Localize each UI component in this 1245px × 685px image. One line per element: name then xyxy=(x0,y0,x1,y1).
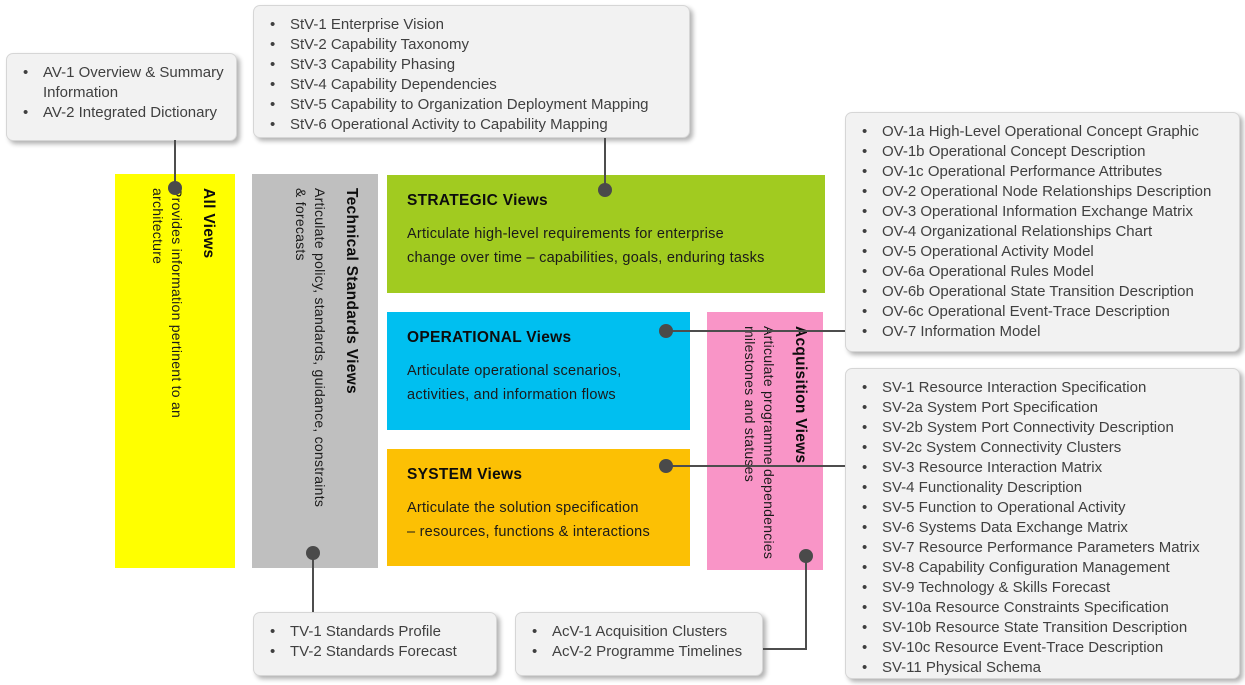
list-item: SV-2a System Port Specification xyxy=(852,398,1231,418)
list-item: SV-2c System Connectivity Clusters xyxy=(852,438,1231,458)
list-item: StV-2 Capability Taxonomy xyxy=(260,35,681,55)
block-all-views: All Views Provides information pertinent… xyxy=(115,174,235,568)
block-system-views: SYSTEM Views Articulate the solution spe… xyxy=(387,449,690,566)
strategic-views-desc-line2: change over time – capabilities, goals, … xyxy=(407,250,765,266)
dot-system-anchor xyxy=(659,459,673,473)
callout-technical-products: TV-1 Standards ProfileTV-2 Standards For… xyxy=(253,612,497,676)
operational-views-desc-line2: activities, and information flows xyxy=(407,387,616,403)
list-item: AV-1 Overview & Summary Information xyxy=(13,63,228,103)
list-item: SV-9 Technology & Skills Forecast xyxy=(852,578,1231,598)
list-item: StV-6 Operational Activity to Capability… xyxy=(260,115,681,135)
strategic-views-title: STRATEGIC Views xyxy=(407,192,548,209)
connector-system-to-sv xyxy=(665,465,845,467)
list-item: OV-6b Operational State Transition Descr… xyxy=(852,282,1231,302)
list-item: SV-5 Function to Operational Activity xyxy=(852,498,1231,518)
list-item: SV-6 Systems Data Exchange Matrix xyxy=(852,518,1231,538)
dot-strategic-anchor xyxy=(598,183,612,197)
list-item: SV-8 Capability Configuration Management xyxy=(852,558,1231,578)
list-item: AcV-1 Acquisition Clusters xyxy=(522,622,754,642)
technical-views-desc: Articulate policy, standards, guidance, … xyxy=(293,188,328,508)
list-item: StV-5 Capability to Organization Deploym… xyxy=(260,95,681,115)
callout-all-views-products: AV-1 Overview & Summary InformationAV-2 … xyxy=(6,53,237,141)
list-item: OV-4 Organizational Relationships Chart xyxy=(852,222,1231,242)
strategic-views-desc-line1: Articulate high-level requirements for e… xyxy=(407,226,724,242)
connector-stv-to-strategic xyxy=(604,138,606,191)
dot-acquisition-anchor xyxy=(799,549,813,563)
list-item: SV-7 Resource Performance Parameters Mat… xyxy=(852,538,1231,558)
list-item: TV-2 Standards Forecast xyxy=(260,642,488,662)
block-technical-standards-views: Technical Standards Views Articulate pol… xyxy=(252,174,378,568)
list-item: OV-2 Operational Node Relationships Desc… xyxy=(852,182,1231,202)
list-item: StV-3 Capability Phasing xyxy=(260,55,681,75)
connector-technical-to-tv xyxy=(312,552,314,612)
list-item: OV-1c Operational Performance Attributes xyxy=(852,162,1231,182)
list-item: SV-10a Resource Constraints Specificatio… xyxy=(852,598,1231,618)
connector-operational-to-ov xyxy=(665,330,845,332)
list-item: SV-2b System Port Connectivity Descripti… xyxy=(852,418,1231,438)
list-item: OV-7 Information Model xyxy=(852,322,1231,342)
sv-product-list: SV-1 Resource Interaction SpecificationS… xyxy=(852,378,1231,678)
list-item: OV-5 Operational Activity Model xyxy=(852,242,1231,262)
list-item: AV-2 Integrated Dictionary xyxy=(13,103,228,123)
list-item: SV-10c Resource Event-Trace Description xyxy=(852,638,1231,658)
list-item: TV-1 Standards Profile xyxy=(260,622,488,642)
list-item: StV-1 Enterprise Vision xyxy=(260,15,681,35)
ov-product-list: OV-1a High-Level Operational Concept Gra… xyxy=(852,122,1231,342)
operational-views-title: OPERATIONAL Views xyxy=(407,329,572,346)
system-views-title: SYSTEM Views xyxy=(407,466,523,483)
list-item: SV-3 Resource Interaction Matrix xyxy=(852,458,1231,478)
all-views-desc: Provides information pertinent to an arc… xyxy=(150,188,185,419)
list-item: SV-1 Resource Interaction Specification xyxy=(852,378,1231,398)
block-acquisition-views: Acquisition Views Articulate programme d… xyxy=(707,312,823,570)
system-views-desc-line2: – resources, functions & interactions xyxy=(407,524,650,540)
system-views-desc-line1: Articulate the solution specification xyxy=(407,500,639,516)
dot-operational-anchor xyxy=(659,324,673,338)
dot-allviews-anchor xyxy=(168,181,182,195)
connector-acquisition-to-acv-horizontal xyxy=(763,648,807,650)
list-item: AcV-2 Programme Timelines xyxy=(522,642,754,662)
stv-product-list: StV-1 Enterprise VisionStV-2 Capability … xyxy=(260,15,681,135)
list-item: OV-6c Operational Event-Trace Descriptio… xyxy=(852,302,1231,322)
tv-product-list: TV-1 Standards ProfileTV-2 Standards For… xyxy=(260,622,488,662)
connector-acquisition-to-acv-vertical xyxy=(805,556,807,649)
list-item: SV-11 Physical Schema xyxy=(852,658,1231,678)
list-item: StV-4 Capability Dependencies xyxy=(260,75,681,95)
av-product-list: AV-1 Overview & Summary InformationAV-2 … xyxy=(13,63,228,123)
all-views-title: All Views xyxy=(200,188,217,259)
block-operational-views: OPERATIONAL Views Articulate operational… xyxy=(387,312,690,430)
technical-views-title: Technical Standards Views xyxy=(343,188,360,394)
callout-acquisition-products: AcV-1 Acquisition ClustersAcV-2 Programm… xyxy=(515,612,763,676)
acv-product-list: AcV-1 Acquisition ClustersAcV-2 Programm… xyxy=(522,622,754,662)
callout-operational-products: OV-1a High-Level Operational Concept Gra… xyxy=(845,112,1240,352)
list-item: SV-10b Resource State Transition Descrip… xyxy=(852,618,1231,638)
callout-system-products: SV-1 Resource Interaction SpecificationS… xyxy=(845,368,1240,679)
list-item: OV-1b Operational Concept Description xyxy=(852,142,1231,162)
list-item: OV-1a High-Level Operational Concept Gra… xyxy=(852,122,1231,142)
acquisition-views-title: Acquisition Views xyxy=(792,326,809,464)
connector-av-to-allviews xyxy=(174,140,176,188)
operational-views-desc-line1: Articulate operational scenarios, xyxy=(407,363,622,379)
callout-strategic-products: StV-1 Enterprise VisionStV-2 Capability … xyxy=(253,5,690,138)
dot-technical-anchor xyxy=(306,546,320,560)
list-item: OV-6a Operational Rules Model xyxy=(852,262,1231,282)
list-item: OV-3 Operational Information Exchange Ma… xyxy=(852,202,1231,222)
acquisition-views-desc: Articulate programme dependencies milest… xyxy=(742,326,777,560)
list-item: SV-4 Functionality Description xyxy=(852,478,1231,498)
